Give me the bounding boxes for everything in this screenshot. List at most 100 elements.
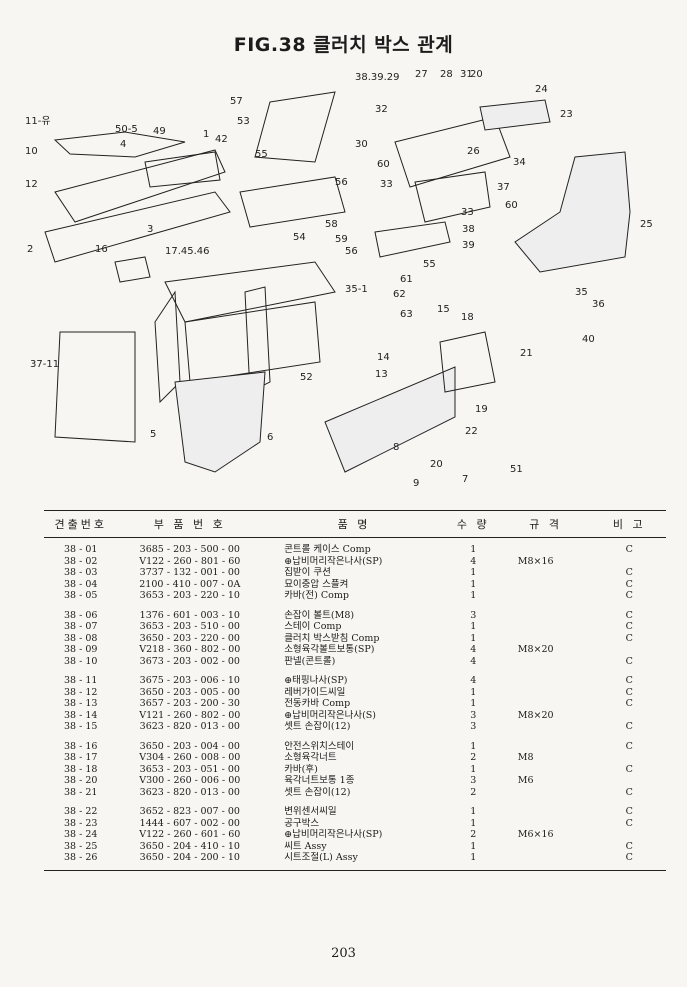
spacer-cell: [44, 602, 666, 610]
cell-spec: [500, 675, 593, 687]
callout-label: 35-1: [345, 284, 368, 295]
cell-qty: 1: [470, 740, 477, 752]
cell-ref: 38 - 16: [63, 740, 98, 752]
cell-spec: [500, 787, 593, 799]
cell-pn: 3623 - 820 - 013 - 00: [139, 721, 240, 732]
cell-pn: 3675 - 203 - 006 - 10: [139, 675, 240, 686]
callout-label: 26: [467, 146, 480, 157]
cell-qty: 1: [470, 852, 477, 863]
cell-note: C: [625, 817, 633, 829]
cell-pn: V304 - 260 - 008 - 00: [139, 752, 241, 763]
cell-name: 레버가이드씨일: [284, 686, 346, 698]
callout-label: 60: [505, 200, 518, 211]
cell-pn: 3737 - 132 - 001 - 00: [139, 567, 240, 578]
cell-qty: 1: [470, 763, 477, 775]
cell-note: C: [625, 621, 633, 632]
cell-pn: V300 - 260 - 006 - 00: [139, 775, 241, 786]
cell-qty: 3: [470, 721, 477, 732]
cell-note: C: [625, 852, 633, 863]
callout-label: 63: [400, 309, 413, 320]
cell-ref: 38 - 10: [63, 655, 98, 667]
cell-ref: 38 - 21: [63, 786, 98, 798]
cell-qty: 1: [470, 817, 477, 829]
cell-pn: 3653 - 203 - 051 - 00: [139, 763, 240, 775]
cell-qty: 4: [470, 655, 477, 667]
cell-qty: 1: [470, 686, 477, 698]
callout-label: 57: [230, 96, 243, 107]
cell-spec: [500, 621, 593, 633]
cell-pn: 3673 - 203 - 002 - 00: [139, 655, 240, 667]
cell-spec: [500, 610, 593, 622]
cell-note: C: [625, 763, 633, 775]
cell-note: [593, 829, 666, 841]
header-spec: 규 격: [499, 510, 593, 538]
cell-note: C: [625, 840, 633, 852]
cell-qty: 1: [470, 698, 477, 709]
cell-ref: 38 - 17: [63, 752, 98, 763]
cell-name: 소형육각볼트보통(SP): [284, 644, 375, 655]
cell-spec: [500, 567, 593, 579]
cell-note: C: [625, 567, 633, 578]
cell-note: C: [625, 655, 633, 667]
callout-label: 23: [560, 109, 573, 120]
plate-54-drawing: [239, 176, 346, 228]
callout-label: 33: [461, 207, 474, 218]
cell-name: 셋트 손잡이(12): [284, 721, 351, 732]
cell-spec: [500, 852, 593, 864]
callout-label: 31: [460, 69, 473, 80]
callout-label: 38.39.29: [355, 72, 400, 83]
callout-label: 20: [430, 459, 443, 470]
cell-spec: [500, 579, 593, 591]
cell-pn: 3653 - 203 - 510 - 00: [139, 621, 240, 632]
cell-note: [593, 644, 666, 656]
cell-spec: M8×20: [517, 644, 554, 655]
callout-label: 30: [355, 139, 368, 150]
cell-spec: [500, 687, 593, 699]
cell-name: 콘트롤 케이스 Comp: [284, 544, 371, 555]
cell-name: ⊕납비머리작은나사(SP): [284, 829, 383, 840]
cell-name: 공구박스: [284, 817, 320, 829]
callout-label: 38: [462, 224, 475, 235]
cell-pn: 3650 - 204 - 410 - 10: [139, 840, 240, 852]
header-note: 비 고: [592, 510, 666, 538]
cell-spec: [500, 721, 593, 733]
callout-label: 13: [375, 369, 388, 380]
callout-label: 4: [120, 139, 126, 150]
cell-note: [593, 775, 666, 787]
callout-label: 51: [510, 464, 523, 475]
callout-label: 39: [462, 240, 475, 251]
table-bottom-rule: [44, 869, 666, 871]
callout-label: 28: [440, 69, 453, 80]
callout-label: 19: [475, 404, 488, 415]
callout-label: 5: [150, 429, 156, 440]
callout-label: 49: [153, 126, 166, 137]
callout-label: 62: [393, 289, 406, 300]
cell-pn: 3653 - 203 - 220 - 10: [139, 590, 240, 601]
cell-name: 묘이충압 스플켜: [284, 578, 349, 590]
cell-qty: 3: [470, 709, 477, 721]
bracket-drawing: [374, 221, 451, 258]
page-number: 203: [331, 946, 356, 961]
cell-name: 안전스위치스테이: [284, 740, 355, 752]
cell-name: 클러치 박스받침 Comp: [284, 632, 380, 644]
cell-ref: 38 - 02: [63, 555, 98, 567]
cell-spec: [500, 741, 593, 753]
callout-label: 32: [375, 104, 388, 115]
cell-ref: 38 - 22: [63, 806, 98, 817]
seat-drawing: [514, 151, 631, 273]
cell-note: [593, 710, 666, 722]
